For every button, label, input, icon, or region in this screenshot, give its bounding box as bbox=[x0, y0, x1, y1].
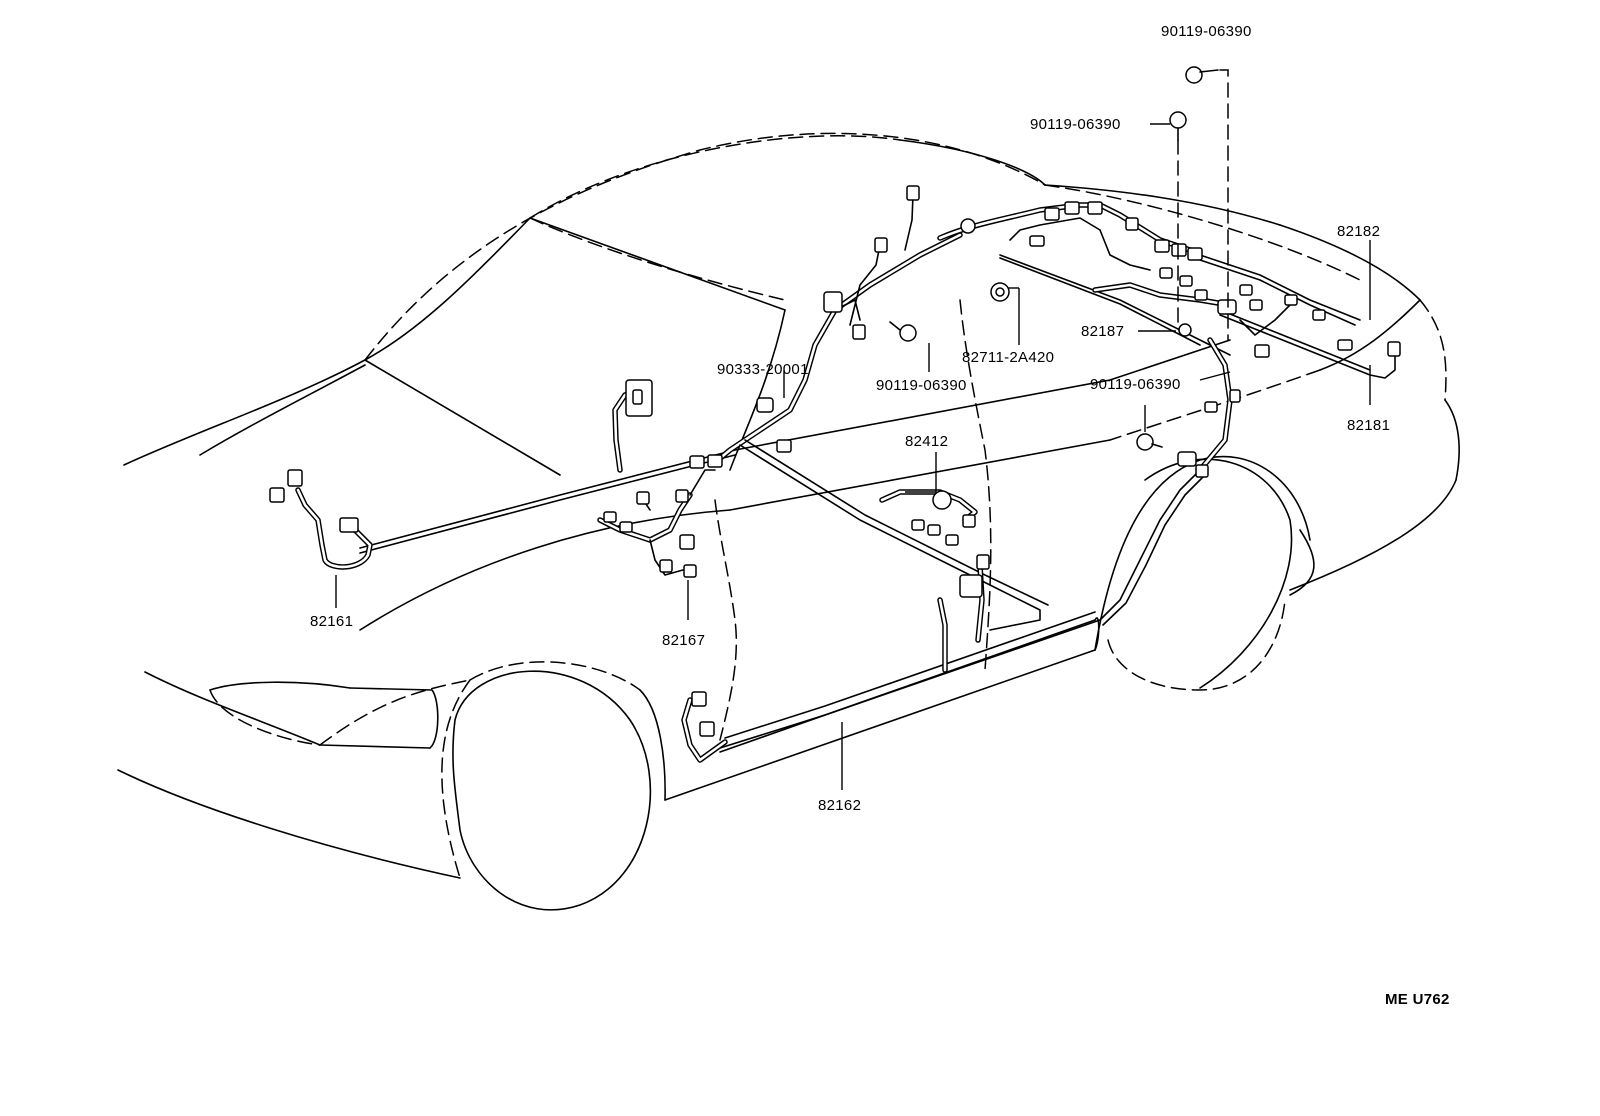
clamp bbox=[756, 397, 774, 413]
clamp bbox=[1178, 323, 1192, 337]
connector bbox=[339, 517, 359, 533]
connector bbox=[1087, 201, 1103, 215]
connector bbox=[699, 721, 715, 737]
connector bbox=[707, 454, 723, 468]
connector bbox=[959, 574, 983, 598]
label-bolt-rear: 90119-06390 bbox=[1090, 376, 1181, 393]
connector bbox=[962, 514, 976, 528]
label-bolt-center: 90119-06390 bbox=[876, 377, 967, 394]
connector bbox=[976, 554, 990, 570]
connector bbox=[619, 521, 633, 533]
connector bbox=[1029, 235, 1045, 247]
connector bbox=[906, 185, 920, 201]
label-82181: 82181 bbox=[1347, 417, 1390, 434]
label-bolt-top: 90119-06390 bbox=[1161, 23, 1252, 40]
connector bbox=[945, 534, 959, 546]
label-82162: 82162 bbox=[818, 797, 861, 814]
bolts bbox=[889, 66, 1229, 451]
connector bbox=[679, 534, 695, 550]
connector bbox=[874, 237, 888, 253]
connector bbox=[776, 439, 792, 453]
connector bbox=[1064, 201, 1080, 215]
connector bbox=[1154, 239, 1170, 253]
connector bbox=[1284, 294, 1298, 306]
part-labels: 90119-06390 90119-06390 82182 82187 9033… bbox=[310, 23, 1450, 1008]
grommet bbox=[960, 218, 976, 234]
label-82711-2a420: 82711-2A420 bbox=[962, 349, 1054, 366]
connector bbox=[603, 511, 617, 523]
connector bbox=[675, 489, 689, 503]
label-82187: 82187 bbox=[1081, 323, 1124, 340]
connector bbox=[636, 491, 650, 505]
connector bbox=[269, 487, 285, 503]
connector bbox=[1125, 217, 1139, 231]
harness-wires bbox=[295, 194, 1396, 763]
connector bbox=[659, 559, 673, 573]
connector bbox=[1337, 339, 1353, 351]
connector bbox=[1387, 341, 1401, 357]
connector bbox=[683, 564, 697, 578]
connector bbox=[1044, 207, 1060, 221]
connector bbox=[911, 519, 925, 531]
leader-lines bbox=[335, 123, 1371, 790]
clamp bbox=[1177, 451, 1197, 467]
connector bbox=[1179, 275, 1193, 287]
label-82412: 82412 bbox=[905, 433, 948, 450]
connector bbox=[1159, 267, 1173, 279]
connector bbox=[1171, 243, 1187, 257]
bolt-icon bbox=[1185, 66, 1219, 84]
connector bbox=[1249, 299, 1263, 311]
connector bbox=[1229, 389, 1241, 403]
grommet bbox=[932, 490, 952, 510]
connector bbox=[852, 324, 866, 340]
connectors bbox=[269, 185, 1401, 737]
label-82161: 82161 bbox=[310, 613, 353, 630]
figure-code: ME U762 bbox=[1385, 991, 1450, 1008]
connector bbox=[823, 291, 843, 313]
bolt-icon bbox=[1136, 433, 1163, 451]
connector bbox=[1187, 247, 1203, 261]
connector bbox=[1254, 344, 1270, 358]
connector bbox=[287, 469, 303, 487]
connector bbox=[691, 691, 707, 707]
connector bbox=[927, 524, 941, 536]
bolt-icon bbox=[1169, 111, 1187, 141]
connector bbox=[1239, 284, 1253, 296]
connector bbox=[1195, 464, 1209, 478]
label-90333-20001: 90333-20001 bbox=[717, 361, 809, 378]
label-bolt-upper: 90119-06390 bbox=[1030, 116, 1121, 133]
connector bbox=[1217, 299, 1237, 315]
connector bbox=[632, 389, 643, 405]
bolt-icon bbox=[889, 321, 917, 342]
connector bbox=[1204, 401, 1218, 413]
connector bbox=[1312, 309, 1326, 321]
connector bbox=[1194, 289, 1208, 301]
connector bbox=[689, 455, 705, 469]
label-82167: 82167 bbox=[662, 632, 705, 649]
label-82182: 82182 bbox=[1337, 223, 1380, 240]
